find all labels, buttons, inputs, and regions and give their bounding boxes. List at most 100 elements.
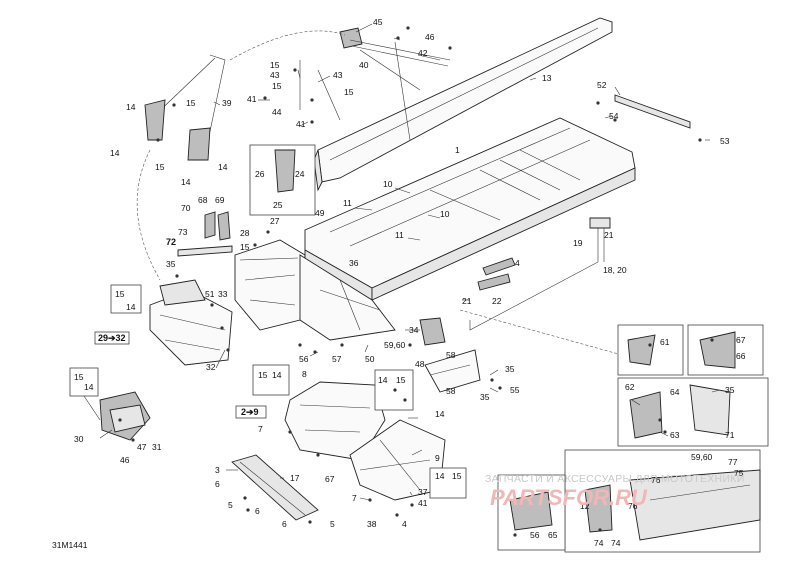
- callout-75: 75: [734, 468, 744, 478]
- callout-21a: 21: [604, 230, 614, 240]
- main-tunnel: [304, 117, 636, 301]
- diagram-code: 31M1441: [52, 540, 88, 550]
- callout-14a: 14: [126, 102, 136, 112]
- callout-43a: 43: [270, 70, 280, 80]
- callout-5a: 5: [228, 500, 233, 510]
- callout-24: 24: [295, 169, 305, 179]
- hardware-box-15-14-left: [110, 284, 142, 314]
- inset-61: [617, 324, 684, 376]
- callout-15d: 15: [186, 98, 196, 108]
- callout-46: 46: [425, 32, 435, 42]
- callout-65: 65: [548, 530, 558, 540]
- callout-43b: 43: [333, 70, 343, 80]
- svg-text:2➔9: 2➔9: [241, 407, 259, 417]
- callout-14d: 14: [218, 162, 228, 172]
- callout-52: 52: [597, 80, 607, 90]
- callout-37: 37: [418, 487, 428, 497]
- callout-22: 22: [492, 296, 502, 306]
- callout-74b: 74: [611, 538, 621, 548]
- callout-15a: 15: [270, 60, 280, 70]
- upper-tube-assembly: [229, 27, 451, 141]
- callout-33: 33: [218, 289, 228, 299]
- inset-56-65: [497, 474, 566, 551]
- callout-73: 73: [178, 227, 188, 237]
- callout-6b: 6: [255, 506, 260, 516]
- front-nose-assembly: [149, 279, 233, 366]
- callout-35c: 35: [505, 364, 515, 374]
- callout-14b: 14: [110, 148, 120, 158]
- callout-labels: 45 46 42 40 13 15 43 43 15 41 15 44 41 3…: [74, 17, 746, 548]
- callout-68: 68: [198, 195, 208, 205]
- callout-30: 30: [74, 434, 84, 444]
- callout-14g: 14: [378, 375, 388, 385]
- bracket-inset: [249, 144, 316, 216]
- watermark-text: ЗАПЧАСТИ И АКСЕССУАРЫ ДЛЯ МОТОТЕХНИКИ: [485, 473, 745, 485]
- callout-57: 57: [332, 354, 342, 364]
- callout-41c: 41: [418, 498, 428, 508]
- callout-7b: 7: [352, 493, 357, 503]
- watermark: ЗАПЧАСТИ И АКСЕССУАРЫ ДЛЯ МОТОТЕХНИКИ PA…: [485, 473, 745, 510]
- callout-76a: 76: [651, 475, 661, 485]
- callout-6a: 6: [215, 479, 220, 489]
- ref-arrow-2-9[interactable]: 2➔9: [235, 405, 267, 419]
- callout-31: 31: [152, 442, 162, 452]
- hardware-box-15-14-far-left: [69, 367, 99, 397]
- callout-47: 47: [137, 442, 147, 452]
- callout-14f: 14: [272, 370, 282, 380]
- callout-3: 3: [215, 465, 220, 475]
- front-frame: [234, 239, 396, 341]
- callout-40: 40: [359, 60, 369, 70]
- callout-67b: 67: [325, 474, 335, 484]
- callout-38: 38: [367, 519, 377, 529]
- callout-56: 56: [299, 354, 309, 364]
- footrest-support: [477, 257, 516, 291]
- callout-64: 64: [670, 387, 680, 397]
- callout-35b: 35: [725, 385, 735, 395]
- callout-28: 28: [240, 228, 250, 238]
- callout-74a: 74: [594, 538, 604, 548]
- hardware-box-15-14: [252, 364, 290, 396]
- callout-58b: 58: [446, 386, 456, 396]
- callout-5b: 5: [330, 519, 335, 529]
- callout-39: 39: [222, 98, 232, 108]
- callout-61: 61: [660, 337, 670, 347]
- callout-4a: 4: [515, 258, 520, 268]
- callout-36: 36: [349, 258, 359, 268]
- callout-15c: 15: [344, 87, 354, 97]
- callout-15j: 15: [452, 471, 462, 481]
- callout-26: 26: [255, 169, 265, 179]
- callout-53: 53: [720, 136, 730, 146]
- callout-69: 69: [215, 195, 225, 205]
- callout-11b: 11: [395, 230, 404, 240]
- inset-lower-right: [564, 449, 761, 553]
- callout-27: 27: [270, 216, 280, 226]
- callout-32: 32: [206, 362, 216, 372]
- callout-14h: 14: [435, 409, 445, 419]
- callout-59-60a: 59,60: [384, 340, 406, 350]
- callout-18-20: 18, 20: [603, 265, 627, 275]
- callout-25: 25: [273, 200, 283, 210]
- watermark-logo: PARTSFOR.RU: [490, 485, 648, 510]
- callout-17: 17: [290, 473, 300, 483]
- callout-76b: 76: [628, 501, 638, 511]
- callout-12: 12: [580, 501, 590, 511]
- callout-35d: 35: [480, 392, 490, 402]
- callout-15e: 15: [155, 162, 165, 172]
- callout-10b: 10: [440, 209, 450, 219]
- callout-71: 71: [725, 430, 735, 440]
- callout-63: 63: [670, 430, 680, 440]
- callout-4b: 4: [402, 519, 407, 529]
- callout-14c: 14: [181, 177, 191, 187]
- inset-66-67: [687, 324, 764, 376]
- ref-arrow-29-32[interactable]: 29➔32: [94, 331, 130, 345]
- callout-6c: 6: [282, 519, 287, 529]
- callout-50: 50: [365, 354, 375, 364]
- rear-brackets: [419, 317, 481, 393]
- callout-45: 45: [373, 17, 383, 27]
- callout-34: 34: [409, 325, 419, 335]
- callout-56b: 56: [530, 530, 540, 540]
- callout-59-60b: 59,60: [691, 452, 713, 462]
- callout-54: 54: [609, 111, 619, 121]
- callout-13: 13: [542, 73, 552, 83]
